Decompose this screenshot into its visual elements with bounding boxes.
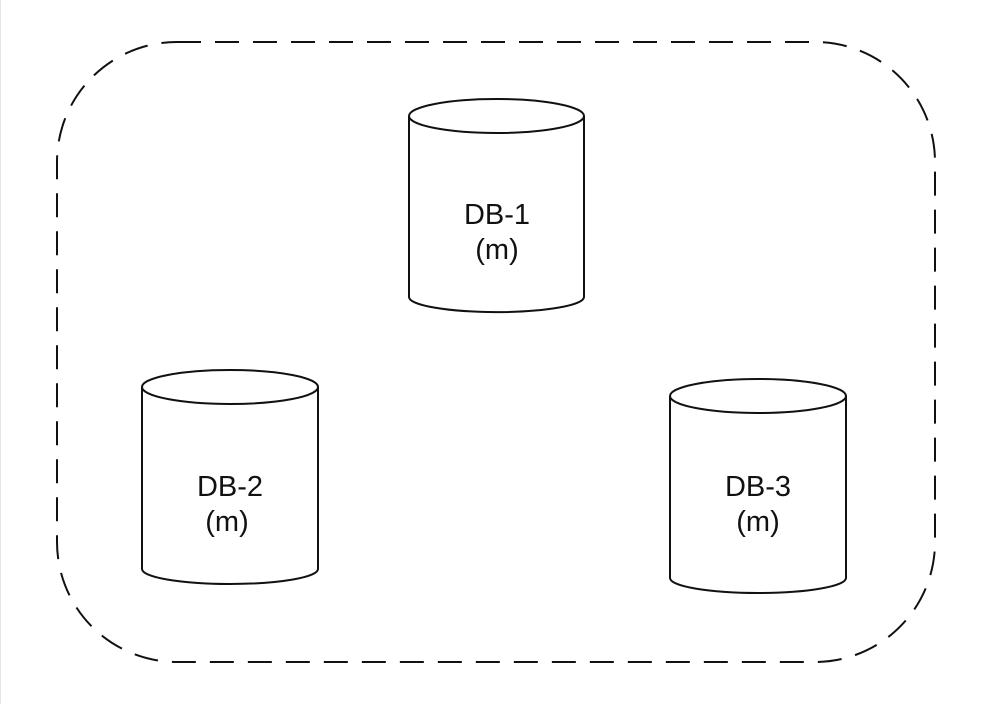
db-1-name-label: DB-1 — [464, 199, 530, 231]
cylinder-body — [408, 116, 585, 314]
db-3-name-label: DB-3 — [725, 471, 791, 503]
cylinder-top — [141, 369, 319, 405]
cylinder-top — [669, 378, 847, 414]
page-left-border — [0, 0, 1, 704]
db-2-role-label: (m) — [205, 506, 248, 538]
db-2-name-label: DB-2 — [197, 471, 263, 503]
db-1-role-label: (m) — [475, 234, 518, 266]
cluster-boundary — [56, 41, 936, 663]
cylinder-top — [408, 98, 585, 134]
cylinder-body — [669, 396, 847, 594]
database-cylinder-db-3[interactable]: DB-3 (m) — [669, 378, 847, 594]
db-3-role-label: (m) — [736, 506, 779, 538]
database-cylinder-db-1[interactable]: DB-1 (m) — [408, 98, 585, 314]
cylinder-body — [141, 387, 319, 585]
database-cylinder-db-2[interactable]: DB-2 (m) — [141, 369, 319, 585]
